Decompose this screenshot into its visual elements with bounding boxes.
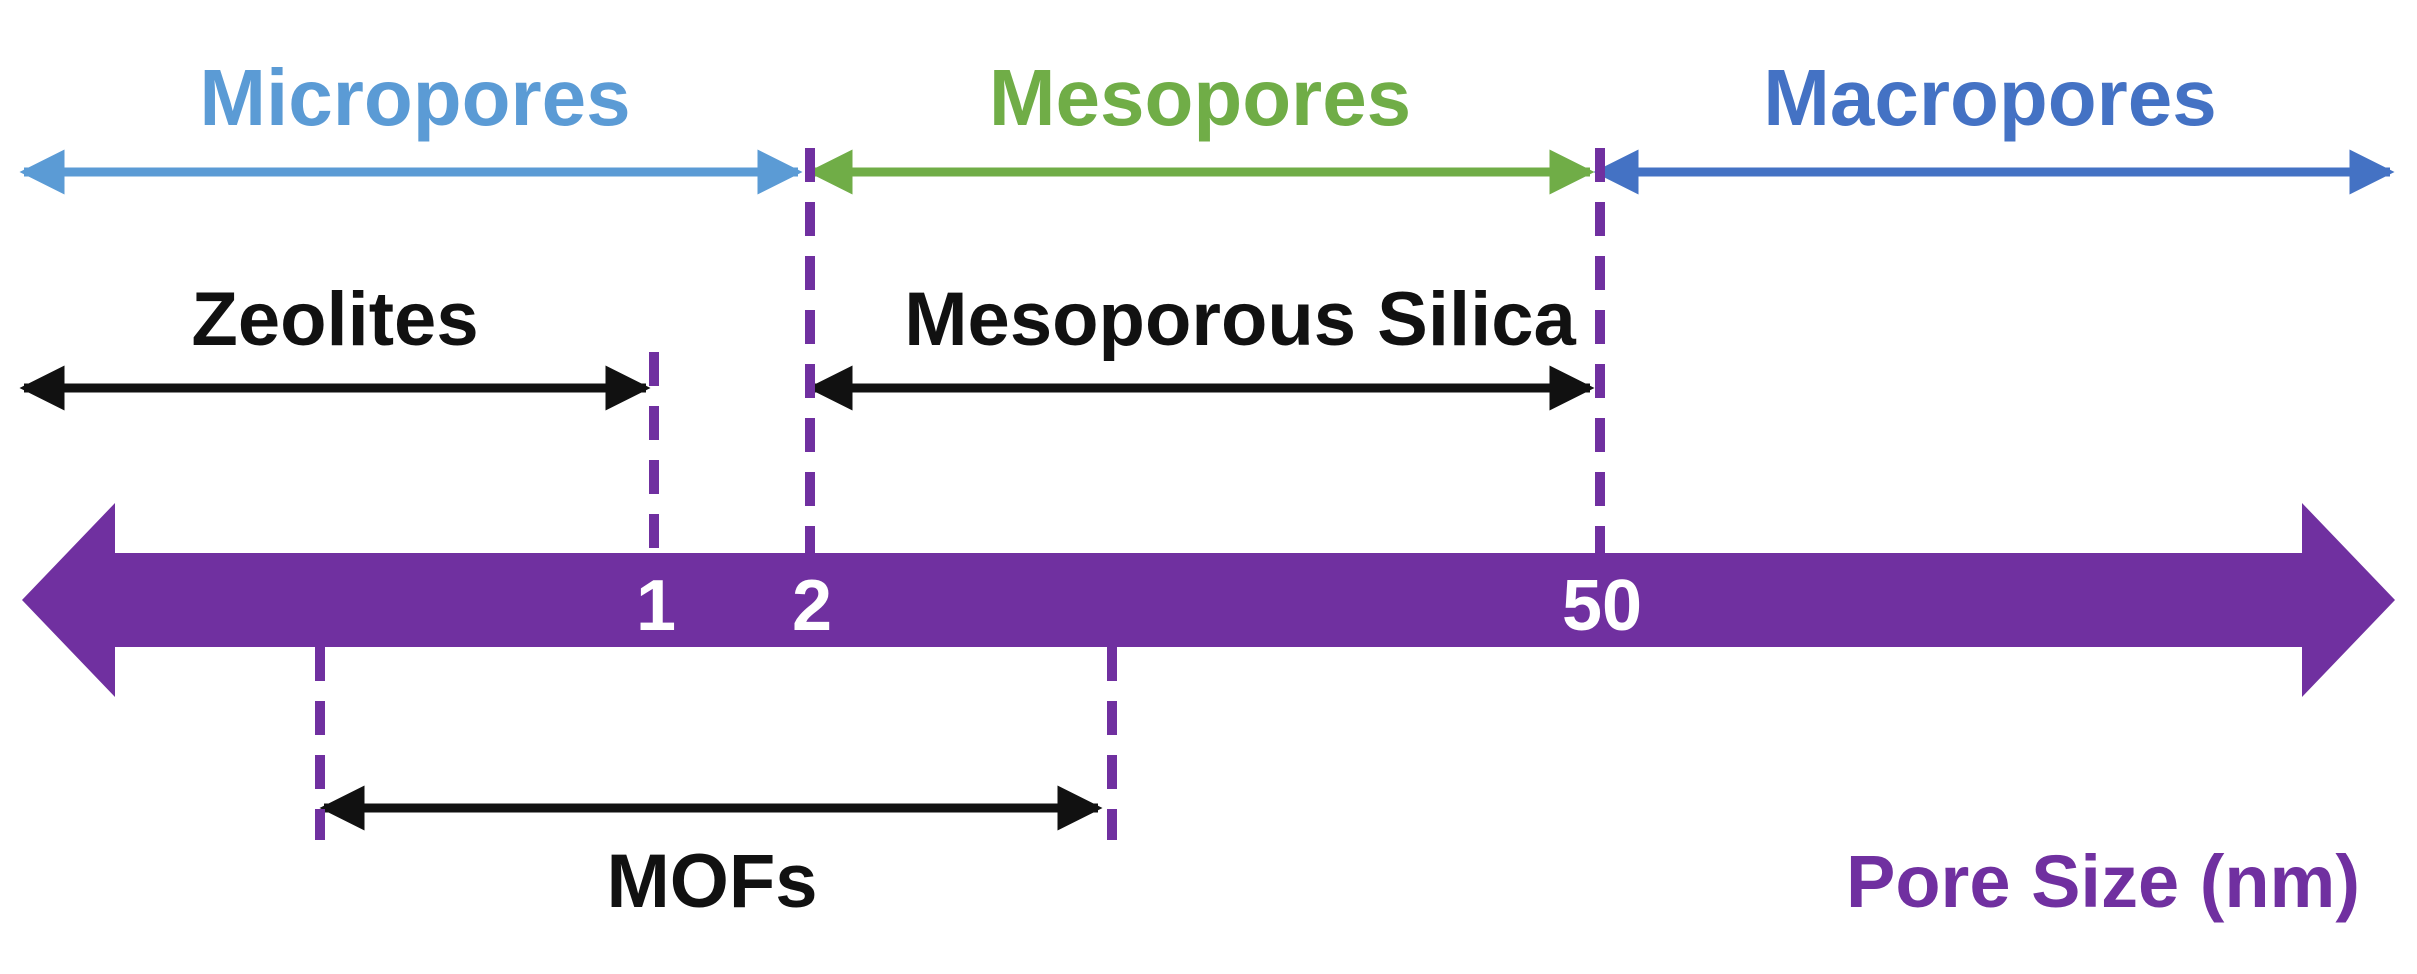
tick-label-2: 2	[792, 566, 832, 646]
micropores-label: Micropores	[199, 53, 630, 142]
tick-label-1: 1	[636, 566, 676, 646]
zeolites-label: Zeolites	[191, 277, 478, 362]
mofs-label: MOFs	[606, 839, 817, 924]
macropores-label: Macropores	[1763, 53, 2216, 142]
tick-label-50: 50	[1562, 566, 1642, 646]
pore-size-axis-arrow	[22, 503, 2395, 697]
axis-title: Pore Size (nm)	[1846, 840, 2360, 923]
mesoporous-silica-label: Mesoporous Silica	[904, 277, 1576, 362]
mesopores-label: Mesopores	[989, 53, 1411, 142]
